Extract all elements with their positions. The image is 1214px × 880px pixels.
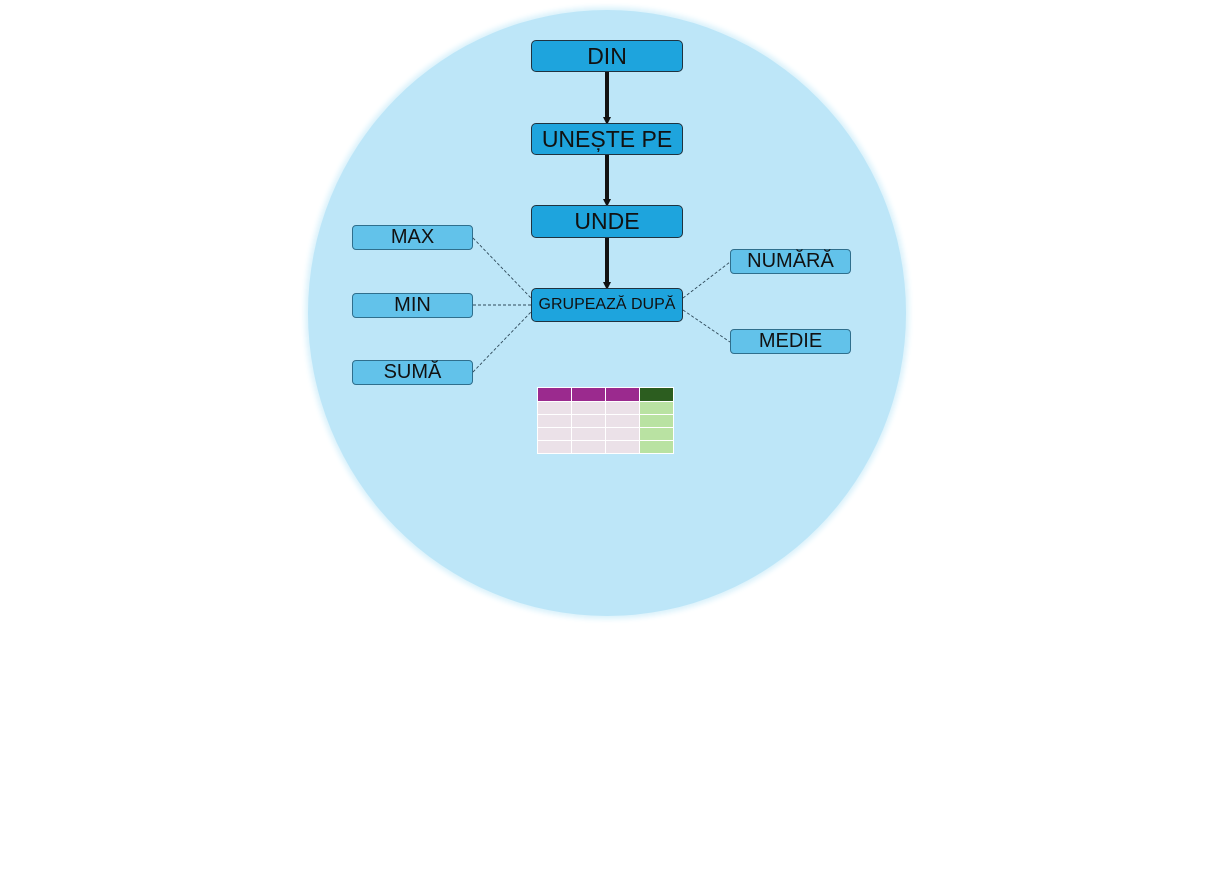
aggregate-max: MAX (352, 225, 473, 250)
table-cell (571, 427, 606, 441)
table-cell (571, 414, 606, 428)
step-group-by: GRUPEAZĂ DUPĂ (531, 288, 683, 322)
aggregate-min: MIN (352, 293, 473, 318)
table-cell (537, 401, 572, 415)
dashed-link-count (682, 261, 731, 299)
step-from: DIN (531, 40, 683, 72)
table-cell (605, 414, 640, 428)
dashed-link-avg (682, 309, 731, 343)
table-cell (605, 440, 640, 454)
table-cell (571, 401, 606, 415)
table-cell (537, 414, 572, 428)
aggregate-sum: SUMĂ (352, 360, 473, 385)
table-cell (605, 401, 640, 415)
table-header-row (537, 387, 674, 402)
table-cell (639, 401, 674, 415)
table-cell (537, 440, 572, 454)
table-row (537, 440, 674, 454)
table-row (537, 401, 674, 415)
table-header-cell (537, 387, 572, 402)
result-table-icon (537, 387, 674, 454)
table-row (537, 414, 674, 428)
table-cell (639, 427, 674, 441)
aggregate-avg: MEDIE (730, 329, 851, 354)
table-header-cell (605, 387, 640, 402)
table-cell (639, 414, 674, 428)
table-row (537, 427, 674, 441)
dashed-link-max (472, 237, 532, 299)
table-header-cell (639, 387, 674, 402)
table-header-cell (571, 387, 606, 402)
table-cell (639, 440, 674, 454)
aggregate-count: NUMĂRĂ (730, 249, 851, 274)
dashed-link-sum (472, 311, 532, 373)
table-cell (605, 427, 640, 441)
table-cell (537, 427, 572, 441)
step-join-on: UNEȘTE PE (531, 123, 683, 155)
table-cell (571, 440, 606, 454)
step-where: UNDE (531, 205, 683, 238)
